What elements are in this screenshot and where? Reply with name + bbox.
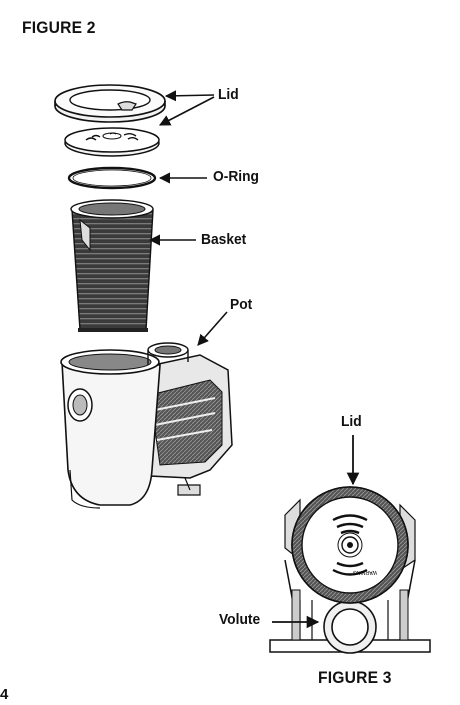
callout-arrows-fig3 <box>272 435 360 629</box>
label-volute: Volute <box>219 611 261 628</box>
figure3-pump-front <box>269 486 431 654</box>
lid-plate-part <box>64 127 160 157</box>
label-basket: Basket <box>201 231 247 248</box>
callout-arrows-fig2 <box>148 90 228 346</box>
page-number: 4 <box>0 686 9 703</box>
label-oring: O-Ring <box>213 168 259 185</box>
label-lid: Lid <box>218 86 239 103</box>
label-lid-figure3: Lid <box>341 413 362 430</box>
lid-warning-marking: WARNING <box>353 569 377 575</box>
oring-part <box>67 166 157 190</box>
basket-part <box>70 199 154 332</box>
lid-ring-part <box>54 84 166 123</box>
figure3-title: FIGURE 3 <box>318 668 392 687</box>
label-pot: Pot <box>230 296 253 313</box>
figure2-title: FIGURE 2 <box>22 18 96 37</box>
pot-part <box>60 342 233 509</box>
